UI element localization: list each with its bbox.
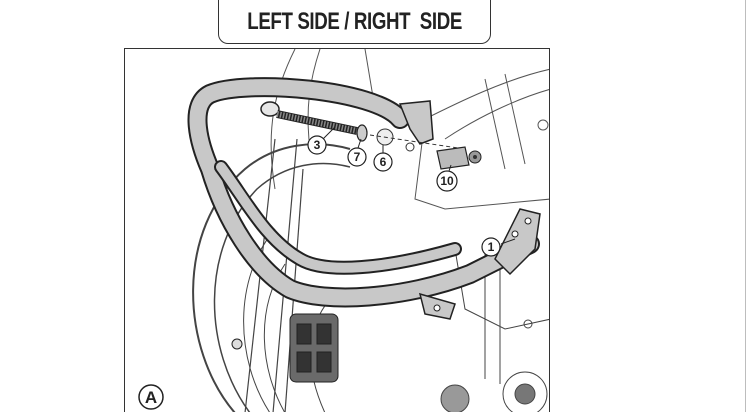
svg-text:10: 10 [440, 174, 454, 188]
motorcycle-crash-bar-diagram: 3 7 6 10 1 A [138, 49, 549, 412]
svg-text:1: 1 [488, 240, 495, 254]
page-title: LEFT SIDE / RIGHT SIDE [247, 7, 462, 35]
fairing-lines [270, 49, 549, 210]
svg-text:A: A [145, 388, 157, 407]
washer-and-bolt [356, 124, 466, 152]
frame-bolt [436, 146, 482, 170]
brake-caliper [231, 313, 339, 383]
callout-leaders [316, 126, 516, 245]
engine-lower [440, 248, 549, 412]
svg-text:6: 6 [380, 155, 387, 169]
svg-text:3: 3 [314, 138, 321, 152]
spacer-rod [276, 110, 358, 135]
callout-part-10: 10 [436, 170, 458, 192]
illustration-panel: 3 7 6 10 1 A [124, 48, 550, 412]
svg-text:7: 7 [354, 150, 361, 164]
callout-part-1: 1 [481, 237, 501, 257]
page-edge-rule [745, 0, 746, 412]
callout-part-3: 3 [307, 135, 327, 155]
callout-part-6: 6 [373, 152, 393, 172]
crash-bar [187, 77, 541, 320]
callout-part-7: 7 [347, 147, 367, 167]
title-box: LEFT SIDE / RIGHT SIDE [218, 0, 491, 44]
view-label-a: A [138, 384, 164, 410]
